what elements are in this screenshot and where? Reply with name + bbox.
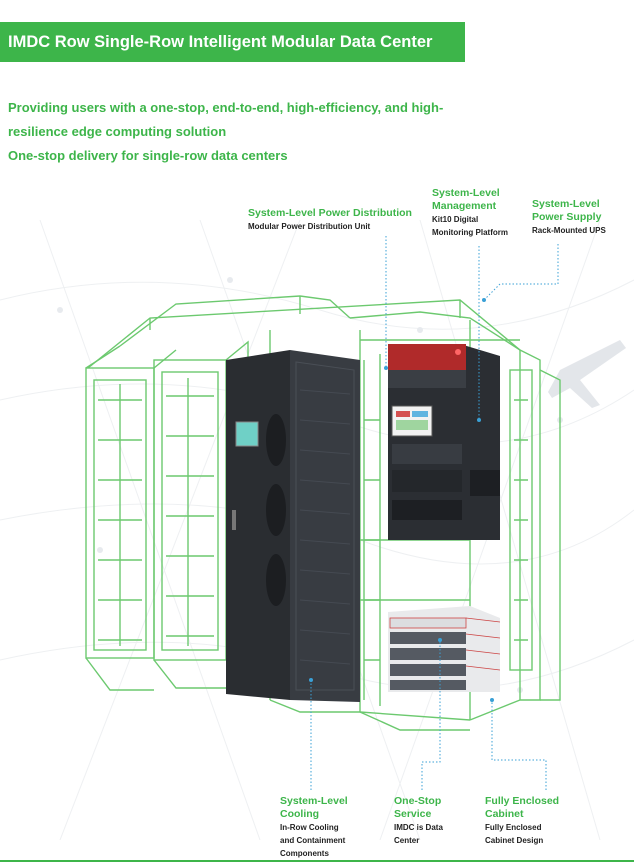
bottom-divider [0, 860, 634, 862]
callout-power-distribution: System-Level Power Distribution Modular … [248, 207, 412, 231]
callout-service: One-Stop Service IMDC is Data Center [394, 795, 443, 845]
page-title: IMDC Row Single-Row Intelligent Modular … [0, 22, 465, 62]
airplane-icon [548, 340, 626, 408]
intro-line-3: One-stop delivery for single-row data ce… [8, 148, 288, 163]
intro-text: Providing users with a one-stop, end-to-… [8, 96, 468, 168]
callout-leader-lines [310, 236, 559, 790]
callout-power-supply: System-Level Power Supply Rack-Mounted U… [532, 198, 606, 235]
in-row-cooling-unit [226, 350, 360, 702]
management-cabinet [388, 344, 500, 540]
callout-management: System-Level Management Kit10 Digital Mo… [432, 187, 508, 237]
rack-servers [388, 606, 501, 692]
callout-cooling: System-Level Cooling In-Row Cooling and … [280, 795, 348, 858]
callout-cabinet: Fully Enclosed Cabinet Fully Enclosed Ca… [485, 795, 560, 845]
intro-line-2: resilience edge computing solution [8, 124, 227, 139]
intro-line-1: Providing users with a one-stop, end-to-… [8, 100, 444, 115]
wireframe-racks [85, 295, 561, 731]
